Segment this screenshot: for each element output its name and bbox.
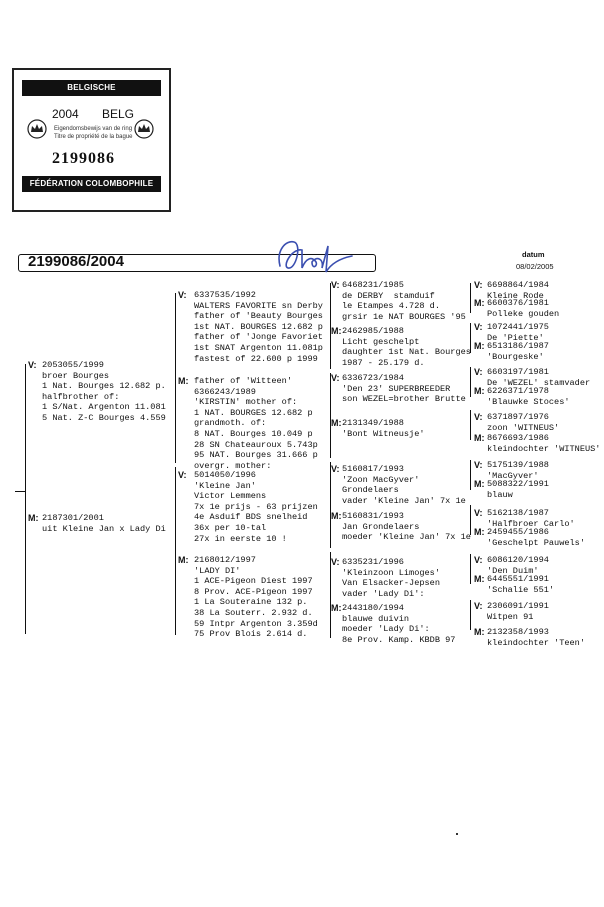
gen4-bracket-6	[470, 505, 471, 535]
entry-text: 1072441/1975 De 'Piette'	[487, 322, 549, 343]
sex-label: M:	[331, 603, 342, 613]
datum-value: 08/02/2005	[516, 262, 554, 271]
entry-text: 6337535/1992 WALTERS FAVORITE sn Derby f…	[194, 290, 323, 364]
entry-text: 2187301/2001 uit Kleine Jan x Lady Di	[42, 513, 166, 534]
sex-label: M:	[474, 341, 485, 351]
entry-text: 2053055/1999 broer Bourges 1 Nat. Bourge…	[42, 360, 166, 423]
entry-text: 2459455/1986 'Geschelpt Pauwels'	[487, 527, 585, 548]
gen4-bracket-3	[470, 367, 471, 397]
sex-label: M:	[474, 386, 485, 396]
crown-emblem-icon-right	[134, 119, 154, 139]
entry-text: 5014050/1996 'Kleine Jan' Victor Lemmens…	[194, 470, 318, 544]
sex-label: M:	[331, 326, 342, 336]
entry-text: 6468231/1985 de DERBY stamduif le Etampe…	[342, 280, 466, 322]
sex-label: V:	[331, 373, 340, 383]
entry-text: 5175139/1988 'MacGyver'	[487, 460, 549, 481]
sex-label: V:	[474, 460, 483, 470]
entry-text: 6371897/1976 zoon 'WITNEUS'	[487, 412, 560, 433]
entry-text: father of 'Witteen' 6366243/1989 'KIRSTI…	[194, 376, 318, 471]
gen4-bracket-5	[470, 460, 471, 490]
gen3-bracket-3	[330, 462, 331, 548]
sex-label: V:	[331, 557, 340, 567]
sex-label: V:	[474, 555, 483, 565]
ring-card-line-1: Eigendomsbewijs van de ring	[54, 126, 133, 132]
ring-year: 2004	[52, 107, 79, 121]
ring-card-line-2: Titre de propriété de la bague	[54, 134, 133, 140]
signature-icon	[278, 241, 353, 273]
entry-text: 2306091/1991 Witpen 91	[487, 601, 549, 622]
sex-label: M:	[474, 574, 485, 584]
gen3-bracket-1	[330, 283, 331, 369]
gen4-bracket-7	[470, 554, 471, 584]
sex-label: M:	[474, 627, 485, 637]
entry-text: 6698864/1984 Kleine Rode	[487, 280, 549, 301]
gen2-bracket-bottom	[175, 467, 176, 635]
ring-country: BELG	[102, 107, 135, 121]
gen4-bracket-4	[470, 410, 471, 440]
gen3-bracket-4	[330, 552, 331, 638]
entry-text: 2168012/1997 'LADY DI' 1 ACE-Pigeon Dies…	[194, 555, 318, 640]
sex-label: M:	[331, 511, 342, 521]
gen1-bracket	[25, 364, 26, 634]
title-box	[18, 254, 376, 272]
scan-dot	[456, 833, 458, 835]
entry-text: 5162138/1987 'Halfbroer Carlo'	[487, 508, 575, 529]
sex-label: M:	[178, 376, 189, 386]
entry-text: 6335231/1996 'Kleinzoon Limoges' Van Els…	[342, 557, 440, 599]
sex-label: V:	[28, 360, 37, 370]
entry-text: 6513186/1987 'Bourgeske'	[487, 341, 549, 362]
sex-label: V:	[474, 367, 483, 377]
sex-label: V:	[474, 508, 483, 518]
entry-text: 6226371/1978 'Blauwke Stoces'	[487, 386, 570, 407]
sex-label: M:	[474, 433, 485, 443]
entry-text: 2131349/1988 'Bont Witneusje'	[342, 418, 425, 439]
gen4-bracket-8	[470, 600, 471, 630]
root-connector	[15, 491, 25, 492]
entry-text: 6336723/1984 'Den 23' SUPERBREEDER son W…	[342, 373, 466, 405]
entry-text: 6086120/1994 'Den Duim'	[487, 555, 549, 576]
entry-text: 5160817/1993 'Zoon MacGyver' Grondelaers…	[342, 464, 466, 506]
gen3-bracket-2	[330, 373, 331, 458]
sex-label: V:	[178, 290, 187, 300]
ring-card-bottom-band: FÉDÉRATION COLOMBOPHILE BELGE	[22, 176, 161, 204]
crown-emblem-icon-left	[27, 119, 47, 139]
entry-text: 2443180/1994 blauwe duivin moeder 'Lady …	[342, 603, 456, 645]
sex-label: V:	[474, 322, 483, 332]
entry-text: 5160831/1993 Jan Grondelaers moeder 'Kle…	[342, 511, 471, 543]
datum-label: datum	[522, 250, 545, 259]
sex-label: V:	[474, 280, 483, 290]
ring-card-top-band: BELGISCHE DUIVENLIEFHEBBERSBOND	[22, 80, 161, 108]
entry-text: 6445551/1991 'Schalie 551'	[487, 574, 555, 595]
sex-label: M:	[474, 479, 485, 489]
sex-label: V:	[474, 601, 483, 611]
sex-label: V:	[178, 470, 187, 480]
entry-text: 6600376/1981 Polleke gouden	[487, 298, 560, 319]
gen4-bracket-2	[470, 323, 471, 353]
sex-label: V:	[331, 280, 340, 290]
pedigree-title: 2199086/2004	[28, 253, 124, 270]
entry-text: 6603197/1981 De 'WEZEL' stamvader	[487, 367, 591, 388]
entry-text: 5088322/1991 blauw	[487, 479, 549, 500]
sex-label: M:	[331, 418, 342, 428]
sex-label: V:	[474, 412, 483, 422]
ring-ownership-card: BELGISCHE DUIVENLIEFHEBBERSBOND 2004 BEL…	[12, 68, 171, 212]
sex-label: M:	[474, 298, 485, 308]
sex-label: M:	[28, 513, 39, 523]
sex-label: V:	[331, 464, 340, 474]
sex-label: M:	[474, 527, 485, 537]
entry-text: 2132358/1993 kleindochter 'Teen'	[487, 627, 585, 648]
sex-label: M:	[178, 555, 189, 565]
gen4-bracket-1	[470, 283, 471, 313]
gen2-bracket-top	[175, 293, 176, 463]
entry-text: 2462985/1988 Licht geschelpt daughter 1s…	[342, 326, 471, 368]
ring-number: 2199086	[52, 150, 115, 167]
entry-text: 8676693/1986 kleindochter 'WITNEUS'	[487, 433, 601, 454]
